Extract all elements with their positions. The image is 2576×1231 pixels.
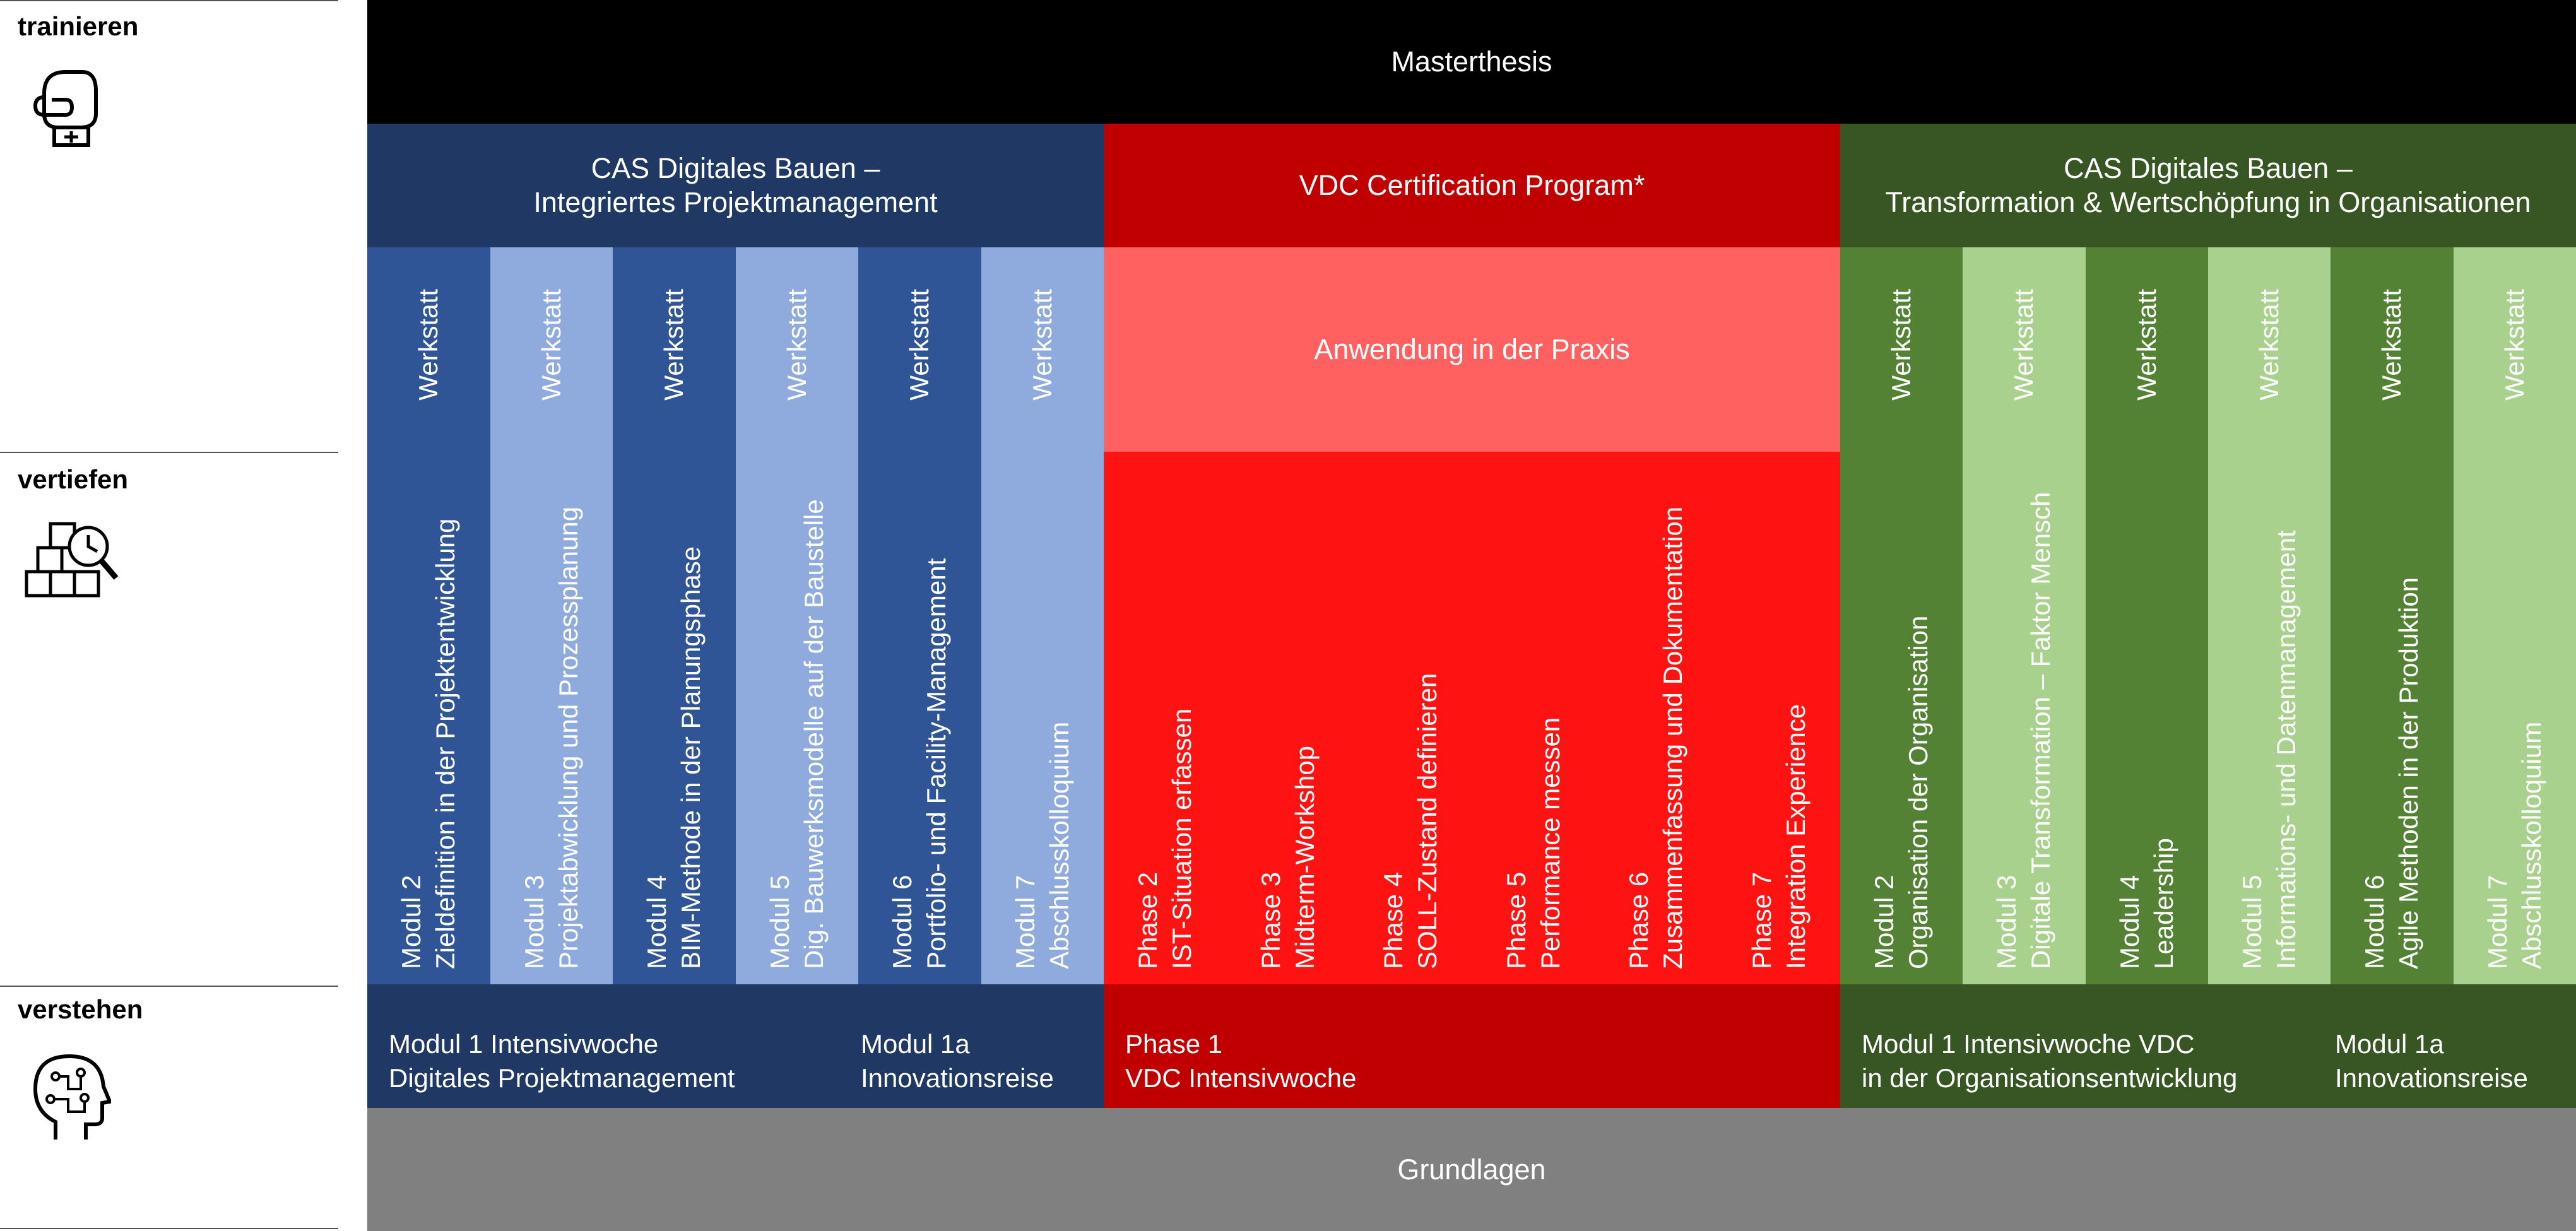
module-label: Modul 6 Agile Methoden in der Produktion (2360, 577, 2424, 969)
program-title-left: CAS Digitales Bauen – Integriertes Proje… (533, 152, 938, 218)
boxing-glove-icon (33, 70, 98, 147)
program-title-right: CAS Digitales Bauen – Transformation & W… (1885, 152, 2531, 218)
module-label: Modul 7 Abschlusskolloquium (1010, 721, 1074, 969)
phase-column: Phase 6 Zusammenfassung und Dokumentatio… (1595, 247, 1718, 984)
phase-label: Phase 4 SOLL-Zustand definieren (1378, 673, 1443, 969)
phase-label: Phase 6 Zusammenfassung und Dokumentatio… (1624, 506, 1688, 969)
module-label: Modul 3 Digitale Transformation – Faktor… (1992, 492, 2056, 969)
module-label: Modul 4 Leadership (2114, 838, 2178, 969)
phase-column: Phase 4 SOLL-Zustand definieren (1349, 247, 1472, 984)
module-label: Modul 2 Zieldefinition in der Projektent… (396, 518, 461, 969)
vdc-intensivwoche-label: Phase 1 VDC Intensivwoche (1125, 1029, 1357, 1093)
werkstatt-label: Werkstatt (781, 289, 812, 401)
phase-label: Phase 5 Performance messen (1501, 717, 1565, 969)
werkstatt-label: Werkstatt (2254, 289, 2284, 401)
right-innovationsreise-label: Modul 1a Innovationsreise (2335, 1029, 2528, 1093)
module-label: Modul 5 Informations- und Datenmanagemen… (2237, 530, 2301, 969)
grundlagen-label: Grundlagen (1397, 1153, 1546, 1186)
level-divider-verstehen (0, 986, 338, 987)
masterthesis-band: Masterthesis (367, 0, 2576, 124)
module-label: Modul 7 Abschlusskolloquium (2482, 721, 2546, 969)
left-innovationsreise-cell: Modul 1a Innovationsreise (839, 984, 1104, 1108)
phase-label: Phase 7 Integration Experience (1746, 704, 1811, 969)
level-divider-bottom (0, 1228, 338, 1229)
grundlagen-band: Grundlagen (367, 1108, 2576, 1231)
level-divider-vertiefen (0, 452, 338, 453)
phase-column: Phase 7 Integration Experience (1718, 247, 1841, 984)
werkstatt-label: Werkstatt (536, 289, 566, 401)
praxis-label: Anwendung in der Praxis (1314, 333, 1630, 365)
phase-column: Phase 5 Performance messen (1472, 247, 1595, 984)
head-circuit-icon (33, 1054, 111, 1140)
program-header-center: VDC Certification Program* (1104, 124, 1840, 247)
module-label: Modul 3 Projektabwicklung und Prozesspla… (519, 506, 583, 969)
masterthesis-label: Masterthesis (1391, 45, 1552, 78)
boxes-magnifier-icon (25, 522, 119, 598)
phase-label: Phase 2 IST-Situation erfassen (1133, 708, 1197, 969)
module-label: Modul 4 BIM-Methode in der Planungsphase (642, 546, 706, 969)
left-intensivwoche-label: Modul 1 Intensivwoche Digitales Projektm… (389, 1029, 735, 1093)
phase-label: Phase 3 Midterm-Workshop (1255, 746, 1320, 969)
werkstatt-label: Werkstatt (1027, 289, 1057, 401)
werkstatt-label: Werkstatt (904, 289, 935, 401)
level-divider-top (0, 0, 338, 1)
level-label-vertiefen: vertiefen (18, 464, 129, 494)
module-label: Modul 6 Portfolio- und Facility-Manageme… (887, 558, 952, 969)
right-intensivwoche-cell: Modul 1 Intensivwoche VDC in der Organis… (1840, 984, 2576, 1108)
werkstatt-label: Werkstatt (2499, 289, 2529, 401)
level-label-verstehen: verstehen (18, 994, 143, 1024)
werkstatt-label: Werkstatt (1886, 289, 1917, 401)
module-label: Modul 2 Organisation der Organisation (1869, 615, 1934, 969)
werkstatt-label: Werkstatt (2009, 289, 2039, 401)
phase-column: Phase 2 IST-Situation erfassen (1104, 247, 1227, 984)
module-label: Modul 5 Dig. Bauwerksmodelle auf der Bau… (764, 499, 829, 969)
phases-block (1104, 452, 1840, 984)
phase-column: Phase 3 Midterm-Workshop (1227, 247, 1350, 984)
werkstatt-label: Werkstatt (413, 289, 444, 401)
program-title-center: VDC Certification Program* (1299, 169, 1645, 201)
level-label-trainieren: trainieren (18, 11, 139, 41)
vdc-intensivwoche-cell: Phase 1 VDC Intensivwoche (1104, 984, 1840, 1108)
praxis-block: Anwendung in der Praxis (1104, 247, 1840, 452)
right-intensivwoche-label: Modul 1 Intensivwoche VDC in der Organis… (1862, 1029, 2238, 1093)
left-innovationsreise-label: Modul 1a Innovationsreise (861, 1029, 1054, 1093)
right-innovationsreise-cell: Modul 1a Innovationsreise (2313, 984, 2576, 1108)
werkstatt-label: Werkstatt (659, 289, 689, 401)
werkstatt-label: Werkstatt (2377, 289, 2407, 401)
program-header-right: CAS Digitales Bauen – Transformation & W… (1840, 124, 2576, 247)
program-header-left: CAS Digitales Bauen – Integriertes Proje… (367, 124, 1104, 247)
left-intensivwoche-cell: Modul 1 Intensivwoche Digitales Projektm… (367, 984, 1104, 1108)
werkstatt-label: Werkstatt (2131, 289, 2161, 401)
